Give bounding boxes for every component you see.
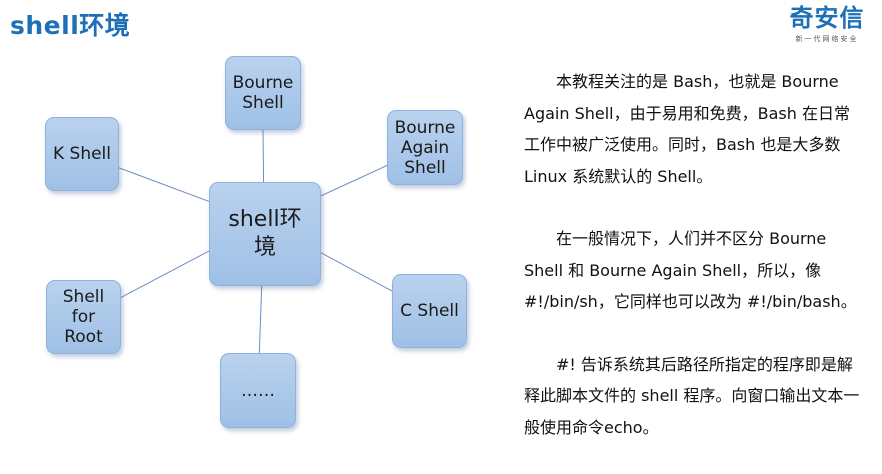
logo-name: 奇安信 <box>789 4 865 32</box>
description-panel: 本教程关注的是 Bash，也就是 Bourne Again Shell，由于易用… <box>524 66 864 474</box>
node-bourne-again-shell: Bourne Again Shell <box>387 110 463 185</box>
node-shell-env-center: shell环 境 <box>209 182 321 286</box>
logo-tagline: 新一代网络安全 <box>795 35 859 43</box>
node-more: …… <box>220 353 296 428</box>
paragraph-bash-intro: 本教程关注的是 Bash，也就是 Bourne Again Shell，由于易用… <box>524 72 850 186</box>
node-c-shell: C Shell <box>392 274 467 348</box>
paragraph-shebang-equivalence: 在一般情况下，人们并不区分 Bourne Shell 和 Bourne Agai… <box>524 229 857 311</box>
company-logo: 奇安信 新一代网络安全 <box>782 4 872 44</box>
node-shell-for-root: Shell for Root <box>46 280 121 354</box>
node-k-shell: K Shell <box>45 117 119 191</box>
paragraph-shebang-meaning: #! 告诉系统其后路径所指定的程序即是解释此脚本文件的 shell 程序。向窗口… <box>524 354 860 437</box>
slide-title: shell环境 <box>10 11 131 40</box>
node-bourne-shell: Bourne Shell <box>225 56 301 130</box>
